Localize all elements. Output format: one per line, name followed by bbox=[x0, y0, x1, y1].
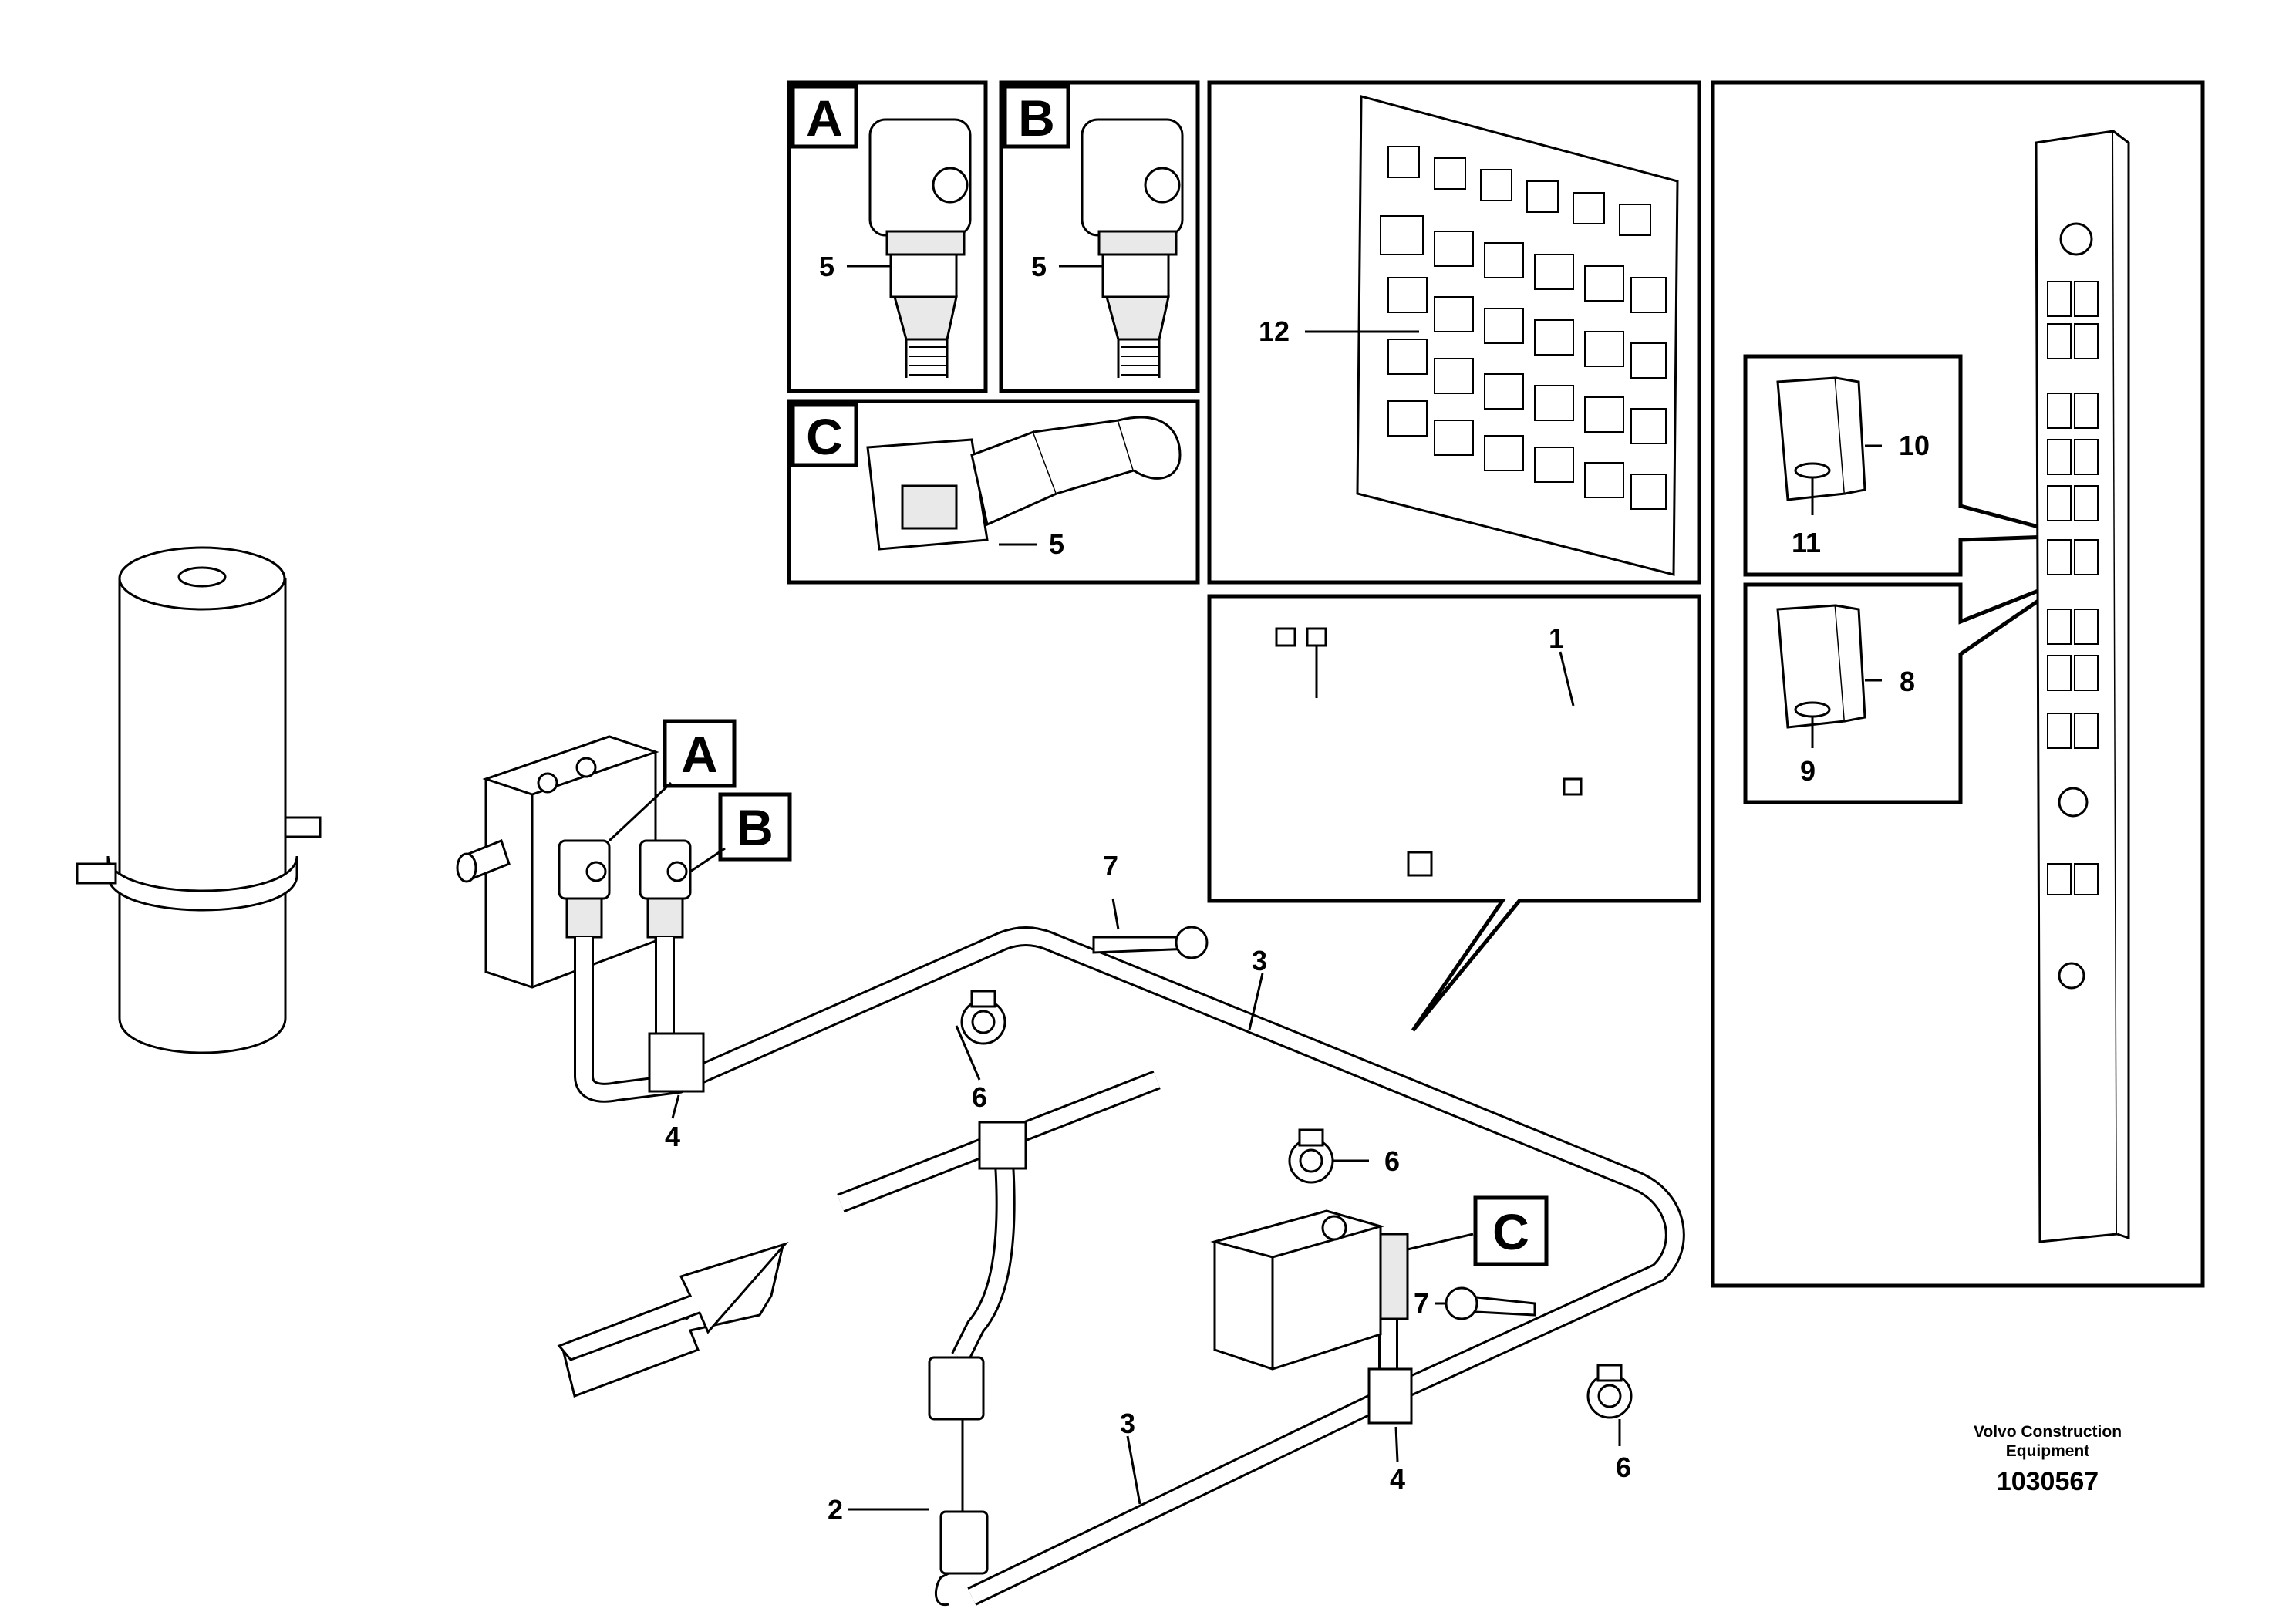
detail-frame-relay-board bbox=[1207, 80, 1701, 585]
detail-letter-c: C bbox=[806, 408, 843, 465]
valve-block bbox=[456, 735, 726, 989]
detail-frame-cab-pillar bbox=[1711, 80, 2205, 1288]
callout-10: 10 bbox=[1899, 430, 1930, 461]
letter-box-a-main bbox=[663, 719, 737, 788]
rocker-switch-lower bbox=[1776, 604, 1882, 748]
main-letter-a: A bbox=[681, 726, 718, 783]
bolt-1 bbox=[1092, 898, 1209, 959]
credit-line-2: Equipment bbox=[2006, 1442, 2090, 1460]
callout-4-left: 4 bbox=[665, 1121, 680, 1152]
callout-7-upper: 7 bbox=[1103, 850, 1118, 882]
main-letter-b: B bbox=[737, 799, 774, 856]
direction-arrow bbox=[557, 1241, 789, 1398]
callout-6-right: 6 bbox=[1616, 1452, 1631, 1483]
detail-letter-b: B bbox=[1018, 89, 1055, 147]
callout-7-lower: 7 bbox=[1414, 1287, 1429, 1319]
callout-8: 8 bbox=[1900, 666, 1915, 697]
callout-1: 1 bbox=[1549, 622, 1564, 654]
clamp-3 bbox=[1586, 1364, 1633, 1446]
letter-box-a-detail bbox=[791, 84, 858, 149]
leader-lines bbox=[671, 973, 1399, 1511]
callout-4-right: 4 bbox=[1390, 1463, 1405, 1495]
bolt-2 bbox=[1435, 1286, 1536, 1320]
solenoid-connector-b bbox=[1059, 118, 1184, 378]
detail-frame-c bbox=[787, 399, 1200, 585]
callout-2: 2 bbox=[828, 1494, 843, 1526]
connector-c bbox=[866, 416, 1182, 551]
callout-6-left: 6 bbox=[972, 1081, 987, 1113]
detail-frame-b bbox=[999, 80, 1200, 393]
letter-boxes: A B C A B C bbox=[663, 84, 1549, 1266]
rocker-switch-upper bbox=[1776, 376, 1882, 515]
solenoid-connector-a bbox=[847, 118, 972, 378]
letter-box-b-main bbox=[718, 792, 792, 862]
clamp-1 bbox=[955, 990, 1006, 1081]
letter-box-c-main bbox=[1473, 1195, 1549, 1266]
callout-6-middle: 6 bbox=[1384, 1145, 1400, 1177]
callout-3-lower: 3 bbox=[1120, 1408, 1135, 1439]
detail-frames bbox=[787, 80, 2205, 1288]
callout-12: 12 bbox=[1259, 315, 1290, 347]
callout-5-detail-b: 5 bbox=[1031, 251, 1047, 282]
clamps bbox=[955, 898, 1633, 1446]
main-letter-c: C bbox=[1492, 1203, 1529, 1260]
harness-1 bbox=[1275, 627, 1674, 877]
cab-pillar bbox=[2035, 130, 2130, 1243]
valve-c bbox=[1210, 1209, 1474, 1371]
relay-grid bbox=[1380, 146, 1667, 510]
credit-line-1: Volvo Construction bbox=[1974, 1423, 2122, 1441]
drawing-number: 1030567 bbox=[1997, 1467, 2099, 1496]
callout-5-detail-a: 5 bbox=[819, 251, 834, 282]
callout-11: 11 bbox=[1792, 527, 1821, 558]
letter-box-b-detail bbox=[1003, 84, 1070, 149]
accumulator bbox=[76, 546, 322, 1054]
detail-frame-a bbox=[787, 80, 988, 393]
callout-5-detail-c: 5 bbox=[1049, 528, 1064, 560]
detail-letter-a: A bbox=[806, 89, 843, 147]
detail-frame-harness-callout bbox=[1207, 594, 1701, 1032]
callout-9: 9 bbox=[1800, 755, 1816, 787]
callout-3-upper: 3 bbox=[1252, 945, 1267, 976]
letter-box-c-detail bbox=[791, 403, 858, 467]
switch-inset-upper bbox=[1743, 354, 2074, 577]
relay-board bbox=[1305, 95, 1679, 576]
clamp-2 bbox=[1288, 1128, 1369, 1184]
switch-inset-lower bbox=[1743, 575, 2075, 804]
